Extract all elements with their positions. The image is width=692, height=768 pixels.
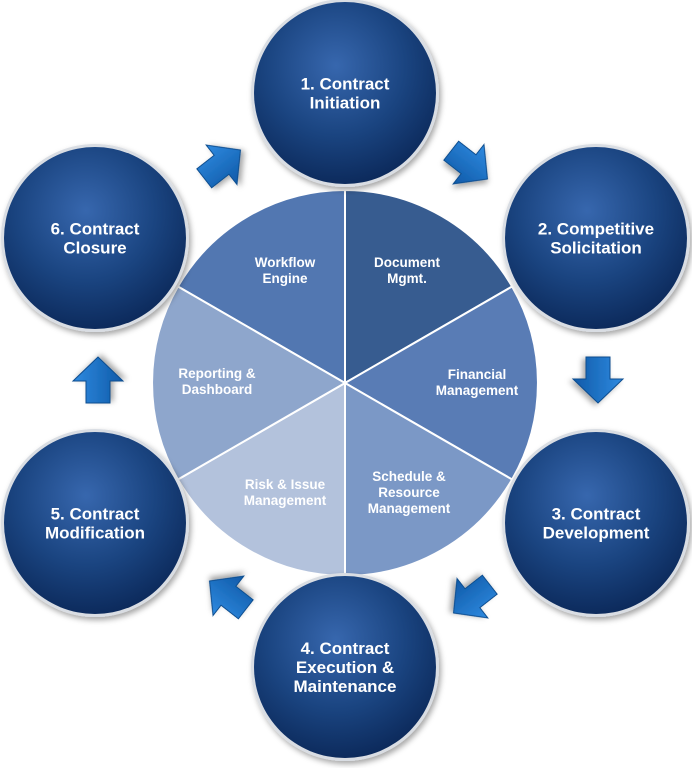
cycle-arrows — [71, 140, 625, 620]
label-line: Management — [368, 501, 451, 516]
label-line: 5. Contract — [51, 505, 140, 524]
label-line: Mgmt. — [387, 271, 427, 286]
arrow-left-up-icon — [208, 575, 254, 620]
wheel-segment — [151, 285, 347, 481]
label-line: Dashboard — [182, 382, 253, 397]
label-line: Reporting & — [178, 366, 255, 381]
stage-circle — [4, 147, 186, 329]
label-line: 1. Contract — [301, 75, 390, 94]
label-line: Development — [543, 524, 650, 543]
label-line: Engine — [262, 271, 307, 286]
label-line: Initiation — [310, 94, 381, 113]
label-line: Management — [244, 493, 327, 508]
label-line: Resource — [378, 485, 440, 500]
arrow-up-right-icon — [196, 144, 242, 189]
wheel-segment — [176, 188, 346, 385]
stage-circle — [4, 432, 186, 614]
stage-circle — [254, 2, 436, 184]
label-line: Solicitation — [550, 239, 642, 258]
label-line: Modification — [45, 524, 145, 543]
arrow-down-icon — [571, 356, 625, 404]
arrow-right-down-icon — [443, 140, 489, 185]
label-line: Workflow — [255, 255, 316, 270]
arrow-down-left-icon — [452, 574, 498, 619]
label-line: 4. Contract — [301, 639, 390, 658]
stage-circle — [254, 576, 436, 758]
label-line: Maintenance — [294, 677, 397, 696]
label-line: Execution & — [296, 658, 394, 677]
label-line: Document — [374, 255, 441, 270]
label-line: Closure — [63, 239, 126, 258]
wheel-segment — [344, 188, 514, 385]
label-line: 2. Competitive — [538, 220, 654, 239]
label-line: 3. Contract — [552, 505, 641, 524]
label-line: Management — [436, 383, 519, 398]
stage-circle — [505, 432, 687, 614]
label-line: Schedule & — [372, 469, 446, 484]
wheel-segment — [343, 285, 539, 481]
label-line: Financial — [448, 367, 507, 382]
stage-circle — [505, 147, 687, 329]
arrow-up-icon — [71, 356, 125, 404]
wheel-segment-label: Reporting &Dashboard — [178, 366, 255, 397]
label-line: Risk & Issue — [245, 477, 326, 492]
label-line: 6. Contract — [51, 220, 140, 239]
